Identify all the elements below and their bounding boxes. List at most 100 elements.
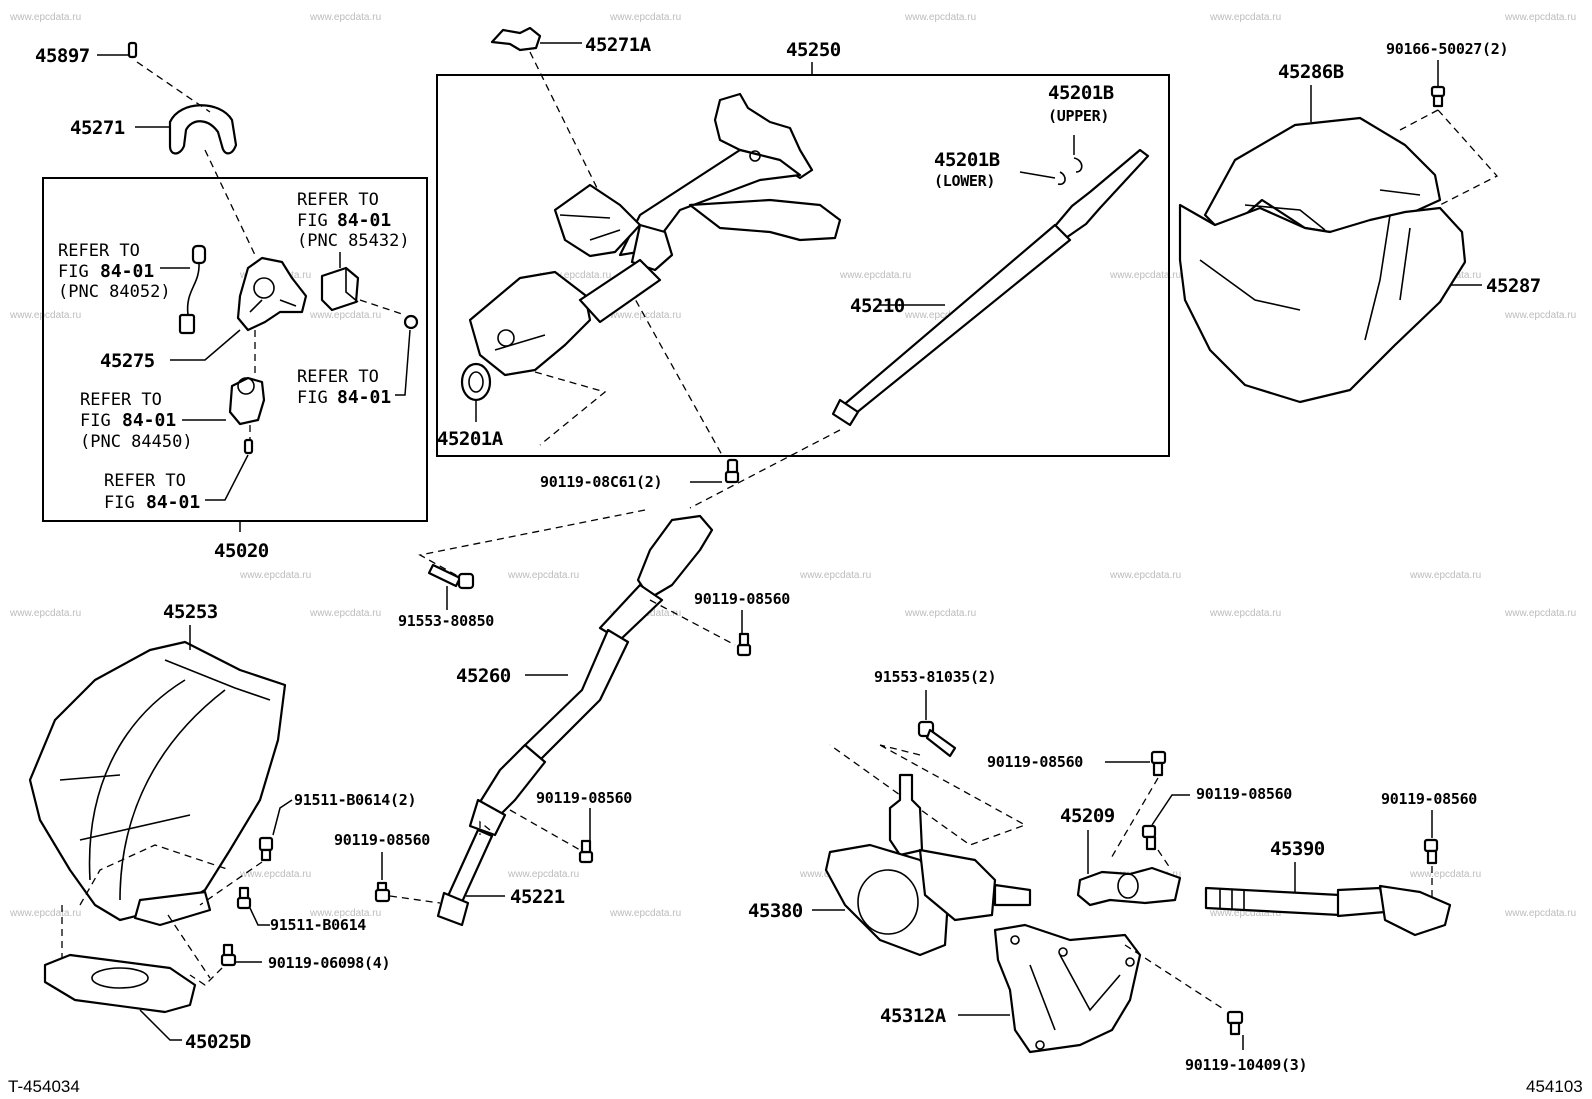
svg-text:(PNC 84052): (PNC 84052) — [58, 282, 171, 302]
part-label-45201a[interactable]: 45201A — [437, 428, 504, 450]
bolt-90119-06098 — [220, 943, 262, 967]
watermark: www.epcdata.ru — [309, 908, 381, 919]
svg-text:FIG: FIG — [297, 211, 328, 231]
watermark: www.epcdata.ru — [904, 310, 976, 321]
part-label-90119-08560-b[interactable]: 90119-08560 — [536, 789, 633, 807]
svg-text:REFER TO: REFER TO — [58, 241, 140, 261]
part-label-45201b-lower[interactable]: 45201B — [934, 149, 1000, 171]
watermark: www.epcdata.ru — [1504, 310, 1576, 321]
part-label-45221[interactable]: 45221 — [510, 886, 565, 908]
part-label-91511-b0614[interactable]: 91511-B0614 — [270, 916, 367, 934]
watermark: www.epcdata.ru — [9, 908, 81, 919]
watermark: www.epcdata.ru — [799, 570, 871, 581]
group-box-45250 — [436, 74, 1170, 457]
bolt-90119-08c61 — [724, 458, 740, 484]
svg-text:REFER TO: REFER TO — [80, 390, 162, 410]
lock-cylinder-icon — [228, 376, 266, 426]
part-label-45312a[interactable]: 45312A — [880, 1005, 947, 1027]
watermark: www.epcdata.ru — [1504, 12, 1576, 23]
watermark: www.epcdata.ru — [609, 310, 681, 321]
part-label-45209[interactable]: 45209 — [1060, 805, 1115, 827]
figure-id-left: T-454034 — [8, 1077, 80, 1096]
part-label-45020[interactable]: 45020 — [214, 540, 269, 562]
part-label-45260[interactable]: 45260 — [456, 665, 511, 687]
watermark: www.epcdata.ru — [539, 270, 611, 281]
rings-45201b — [1019, 135, 1083, 186]
part-label-45380[interactable]: 45380 — [748, 900, 803, 922]
watermark: www.epcdata.ru — [904, 608, 976, 619]
watermark: www.epcdata.ru — [609, 908, 681, 919]
svg-text:(PNC 85432): (PNC 85432) — [297, 231, 410, 251]
watermark: www.epcdata.ru — [1504, 908, 1576, 919]
part-label-45286b[interactable]: 45286B — [1278, 61, 1344, 83]
svg-text:84-01: 84-01 — [337, 387, 391, 408]
clamp-45271 — [135, 104, 238, 155]
part-label-45897[interactable]: 45897 — [35, 45, 90, 67]
part-label-90119-10409[interactable]: 90119-10409(3) — [1185, 1056, 1308, 1074]
part-label-45201b-lower-note: (LOWER) — [934, 172, 995, 190]
figure-id-right: 454103 — [1526, 1077, 1583, 1096]
svg-text:REFER TO: REFER TO — [104, 471, 186, 491]
part-label-91511-b0614-2[interactable]: 91511-B0614(2) — [294, 791, 417, 809]
bolt-91511-b0614 — [236, 886, 270, 926]
ref-block-1: REFER TO FIG 84-01 (PNC 84052) — [58, 241, 190, 302]
sensor-block-icon — [320, 266, 360, 312]
watermark: www.epcdata.ru — [1209, 908, 1281, 919]
bushing-45201a — [460, 362, 492, 422]
part-label-45253[interactable]: 45253 — [163, 601, 218, 623]
watermark: www.epcdata.ru — [1209, 608, 1281, 619]
part-label-45210[interactable]: 45210 — [850, 295, 905, 317]
part-label-91553-80850[interactable]: 91553-80850 — [398, 612, 495, 630]
part-label-45271[interactable]: 45271 — [70, 117, 125, 139]
bolt-90119-08560-d — [1105, 750, 1167, 777]
part-label-90119-08560-e[interactable]: 90119-08560 — [1196, 785, 1293, 803]
column-cover-upper-45286b — [1203, 85, 1442, 234]
ref-block-3: REFER TO FIG 84-01 — [297, 329, 411, 408]
svg-text:FIG: FIG — [297, 388, 328, 408]
shaft-45210 — [831, 148, 1150, 427]
svg-text:(PNC 84450): (PNC 84450) — [80, 432, 193, 452]
svg-text:84-01: 84-01 — [100, 261, 154, 282]
watermark: www.epcdata.ru — [309, 310, 381, 321]
screw-90166-50027 — [1430, 60, 1446, 108]
clip-45271a — [490, 26, 582, 52]
part-label-90119-08560-d[interactable]: 90119-08560 — [987, 753, 1084, 771]
part-label-90119-08560-a[interactable]: 90119-08560 — [694, 590, 791, 608]
part-label-90119-08c61[interactable]: 90119-08C61(2) — [540, 473, 663, 491]
svg-text:FIG: FIG — [80, 411, 111, 431]
part-label-90119-06098[interactable]: 90119-06098(4) — [268, 954, 391, 972]
part-label-91553-81035[interactable]: 91553-81035(2) — [874, 668, 997, 686]
part-label-45250[interactable]: 45250 — [786, 39, 841, 61]
part-label-45025d[interactable]: 45025D — [185, 1031, 251, 1053]
svg-text:84-01: 84-01 — [337, 210, 391, 231]
part-label-45275[interactable]: 45275 — [100, 350, 155, 372]
joint-45209 — [1076, 830, 1182, 907]
part-label-45271a[interactable]: 45271A — [585, 34, 652, 56]
watermark: www.epcdata.ru — [239, 869, 311, 880]
part-label-45287[interactable]: 45287 — [1486, 275, 1541, 297]
wire-harness-icon — [178, 244, 207, 335]
part-label-90119-08560-c[interactable]: 90119-08560 — [334, 831, 431, 849]
part-label-90119-08560-f[interactable]: 90119-08560 — [1381, 790, 1478, 808]
part-label-90166-50027[interactable]: 90166-50027(2) — [1386, 40, 1509, 58]
bolt-90119-08560-a — [736, 632, 752, 657]
watermark: www.epcdata.ru — [9, 12, 81, 23]
shaft-45221 — [436, 828, 505, 927]
watermark: www.epcdata.ru — [1409, 570, 1481, 581]
watermark: www.epcdata.ru — [1109, 270, 1181, 281]
shield-45253 — [28, 625, 287, 927]
part-label-45390[interactable]: 45390 — [1270, 838, 1325, 860]
screw-icon — [403, 314, 419, 330]
watermark: www.epcdata.ru — [9, 310, 81, 321]
part-label-45201b-upper[interactable]: 45201B — [1048, 82, 1114, 104]
group-box-45020 — [42, 177, 428, 522]
watermark: www.epcdata.ru — [609, 12, 681, 23]
bolt-45897 — [97, 41, 138, 59]
watermark: www.epcdata.ru — [839, 270, 911, 281]
ref-block-2: REFER TO FIG 84-01 (PNC 85432) — [297, 190, 410, 268]
bolt-91511-b0614-2 — [258, 799, 293, 862]
watermark: www.epcdata.ru — [309, 608, 381, 619]
bolt-91553-80850 — [427, 563, 475, 610]
watermark: www.epcdata.ru — [1109, 570, 1181, 581]
